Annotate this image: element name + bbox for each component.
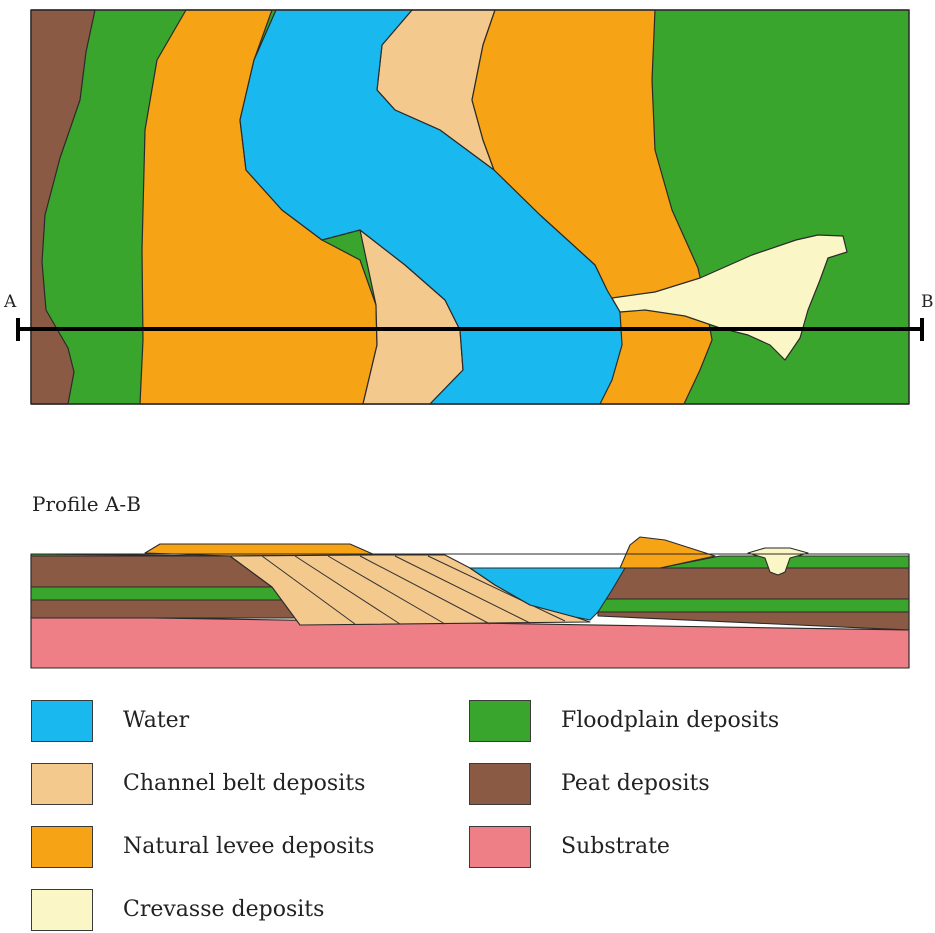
legend-label-floodplain: Floodplain deposits (561, 708, 780, 733)
profile-end-label: B (921, 292, 934, 312)
river-diagram (16, 9, 924, 669)
profile-title: Profile A-B (32, 492, 141, 516)
legend-swatch-floodplain (469, 700, 531, 742)
legend-swatch-channel-belt (31, 763, 93, 805)
legend-label-substrate: Substrate (561, 834, 670, 859)
legend-swatch-water (31, 700, 93, 742)
section-peat-lower-left (30, 599, 301, 619)
legend-swatch-natural-levee (31, 826, 93, 868)
section-floodplain-mid-right (597, 598, 910, 613)
profile-start-label: A (4, 292, 17, 312)
cross-section (30, 536, 910, 669)
section-water (469, 567, 626, 621)
legend-label-peat: Peat deposits (561, 771, 710, 796)
section-levee-left (144, 543, 376, 557)
map-view (30, 9, 910, 405)
legend-swatch-crevasse (31, 889, 93, 931)
map-water (239, 9, 623, 405)
section-levee-right (619, 536, 716, 569)
legend-label-crevasse: Crevasse deposits (123, 897, 325, 922)
legend-label-channel-belt: Channel belt deposits (123, 771, 366, 796)
profile-line (16, 318, 924, 341)
legend-swatch-peat (469, 763, 531, 805)
section-floodplain-left (30, 586, 286, 601)
legend-label-natural-levee: Natural levee deposits (123, 834, 375, 859)
section-channel-hatching (261, 555, 566, 625)
section-crevasse (747, 547, 809, 576)
legend-label-water: Water (123, 708, 190, 733)
legend-swatch-substrate (469, 826, 531, 868)
section-peat-upper-right (603, 567, 910, 600)
